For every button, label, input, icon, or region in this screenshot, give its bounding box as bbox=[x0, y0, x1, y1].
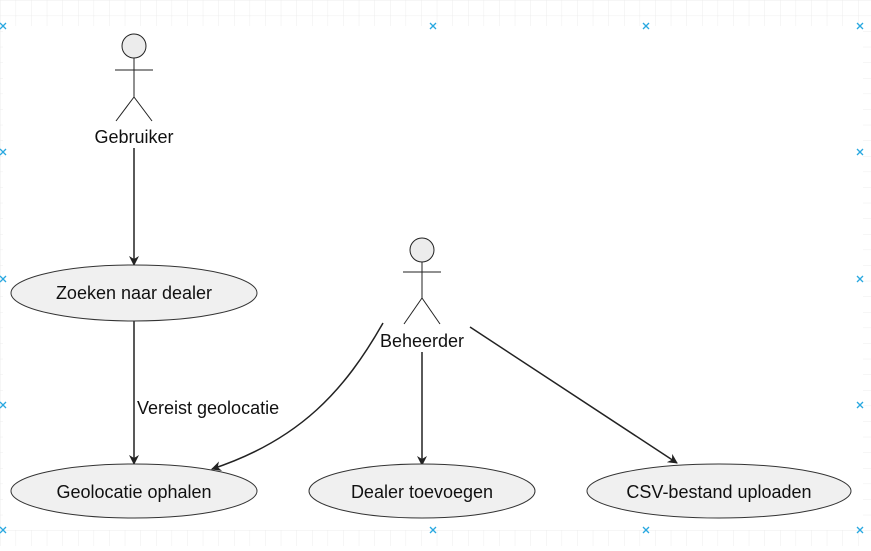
edge-label-vereist: Vereist geolocatie bbox=[137, 398, 279, 418]
usecase-csv-upload[interactable]: CSV-bestand uploaden bbox=[586, 463, 852, 519]
handle-top-left[interactable] bbox=[0, 22, 7, 30]
handle-bottom-mid[interactable] bbox=[429, 526, 437, 534]
handle-left-1[interactable] bbox=[0, 148, 7, 156]
usecase-dealer-toevoegen[interactable]: Dealer toevoegen bbox=[308, 463, 536, 519]
usecase-geolocatie-label: Geolocatie ophalen bbox=[56, 482, 211, 502]
usecase-zoeken[interactable]: Zoeken naar dealer bbox=[10, 264, 258, 322]
usecase-csv-upload-label: CSV-bestand uploaden bbox=[626, 482, 811, 502]
handle-left-2[interactable] bbox=[0, 275, 7, 283]
usecase-ellipse bbox=[10, 463, 258, 519]
usecase-geolocatie[interactable]: Geolocatie ophalen bbox=[10, 463, 258, 519]
usecase-ellipse bbox=[308, 463, 536, 519]
handle-right-2[interactable] bbox=[856, 275, 864, 283]
handle-top-right[interactable] bbox=[856, 22, 864, 30]
usecase-ellipse bbox=[586, 463, 852, 519]
actor-beheerder-label: Beheerder bbox=[380, 331, 464, 351]
handle-top-3[interactable] bbox=[642, 22, 650, 30]
actor-gebruiker[interactable] bbox=[115, 33, 153, 122]
actor-right-leg bbox=[421, 297, 441, 325]
actor-gebruiker-label: Gebruiker bbox=[94, 127, 173, 147]
actor-beheerder[interactable] bbox=[403, 237, 441, 325]
handle-top-mid[interactable] bbox=[429, 22, 437, 30]
handle-bottom-left[interactable] bbox=[0, 526, 7, 534]
usecase-ellipse bbox=[10, 264, 258, 322]
actor-right-leg bbox=[133, 96, 153, 122]
actor-left-leg bbox=[115, 96, 135, 122]
selection-handles[interactable] bbox=[0, 22, 864, 534]
actor-left-leg bbox=[403, 297, 423, 325]
actor-head-icon bbox=[121, 33, 147, 59]
connector-beheerder-csv[interactable] bbox=[469, 326, 678, 464]
handle-bottom-3[interactable] bbox=[642, 526, 650, 534]
handle-right-3[interactable] bbox=[856, 401, 864, 409]
handle-right-1[interactable] bbox=[856, 148, 864, 156]
usecase-zoeken-label: Zoeken naar dealer bbox=[56, 283, 212, 303]
connector-beheerder-geolocatie[interactable] bbox=[211, 322, 384, 471]
usecase-dealer-toevoegen-label: Dealer toevoegen bbox=[351, 482, 493, 502]
handle-left-3[interactable] bbox=[0, 401, 7, 409]
handle-bottom-right[interactable] bbox=[856, 526, 864, 534]
actor-head-icon bbox=[409, 237, 435, 263]
